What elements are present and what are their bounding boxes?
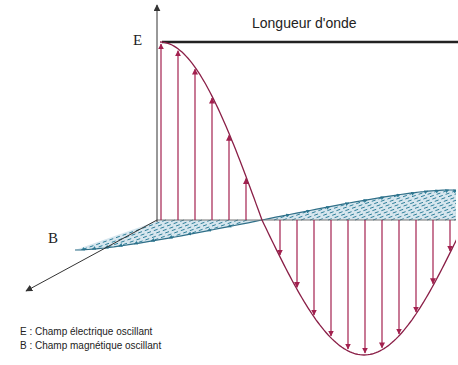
b-vector xyxy=(105,220,184,248)
b-vector xyxy=(454,215,456,221)
legend-note: E : Champ électrique oscillant xyxy=(20,326,152,337)
e-vector xyxy=(228,135,229,220)
b-vector xyxy=(134,220,202,244)
e-vector xyxy=(449,220,450,251)
e-vector xyxy=(364,220,365,353)
b-axis xyxy=(26,220,157,291)
b-vector xyxy=(427,203,456,220)
b-vector xyxy=(436,207,456,220)
b-vector xyxy=(151,220,211,241)
e-axis xyxy=(157,5,158,222)
b-vector xyxy=(364,190,449,220)
e-vector xyxy=(177,51,178,220)
e-axis-label: E xyxy=(133,32,142,49)
e-vector xyxy=(381,220,382,348)
e-vector xyxy=(347,220,348,349)
b-vector xyxy=(418,200,456,220)
b-vector xyxy=(319,197,384,220)
b-vector xyxy=(310,200,367,220)
e-vector xyxy=(398,220,399,334)
e-vector xyxy=(160,44,161,220)
propagation-axis xyxy=(157,220,456,221)
wavelength-bar xyxy=(162,41,458,44)
legend-note: B : Champ magnétique oscillant xyxy=(20,340,161,351)
b-vector xyxy=(409,197,456,220)
e-vector xyxy=(194,69,195,220)
e-vector xyxy=(432,220,433,284)
e-vector xyxy=(279,220,280,255)
b-vector xyxy=(445,211,456,221)
b-vector xyxy=(169,220,220,238)
b-vector xyxy=(373,190,456,220)
e-vector xyxy=(415,220,416,312)
wavelength-label: Longueur d'onde xyxy=(252,16,357,31)
e-vector xyxy=(330,220,331,336)
b-vector xyxy=(391,193,456,220)
b-vector xyxy=(119,220,193,246)
e-curve xyxy=(160,42,456,355)
b-vector xyxy=(328,195,400,221)
electric-field-wave xyxy=(160,42,456,355)
e-vector xyxy=(313,220,314,315)
e-vector xyxy=(211,98,212,220)
b-vector xyxy=(92,220,175,249)
b-vector xyxy=(337,193,415,220)
b-vector xyxy=(346,191,428,220)
e-vector xyxy=(296,220,297,287)
e-vector xyxy=(245,179,246,220)
b-axis-label: B xyxy=(46,230,60,247)
